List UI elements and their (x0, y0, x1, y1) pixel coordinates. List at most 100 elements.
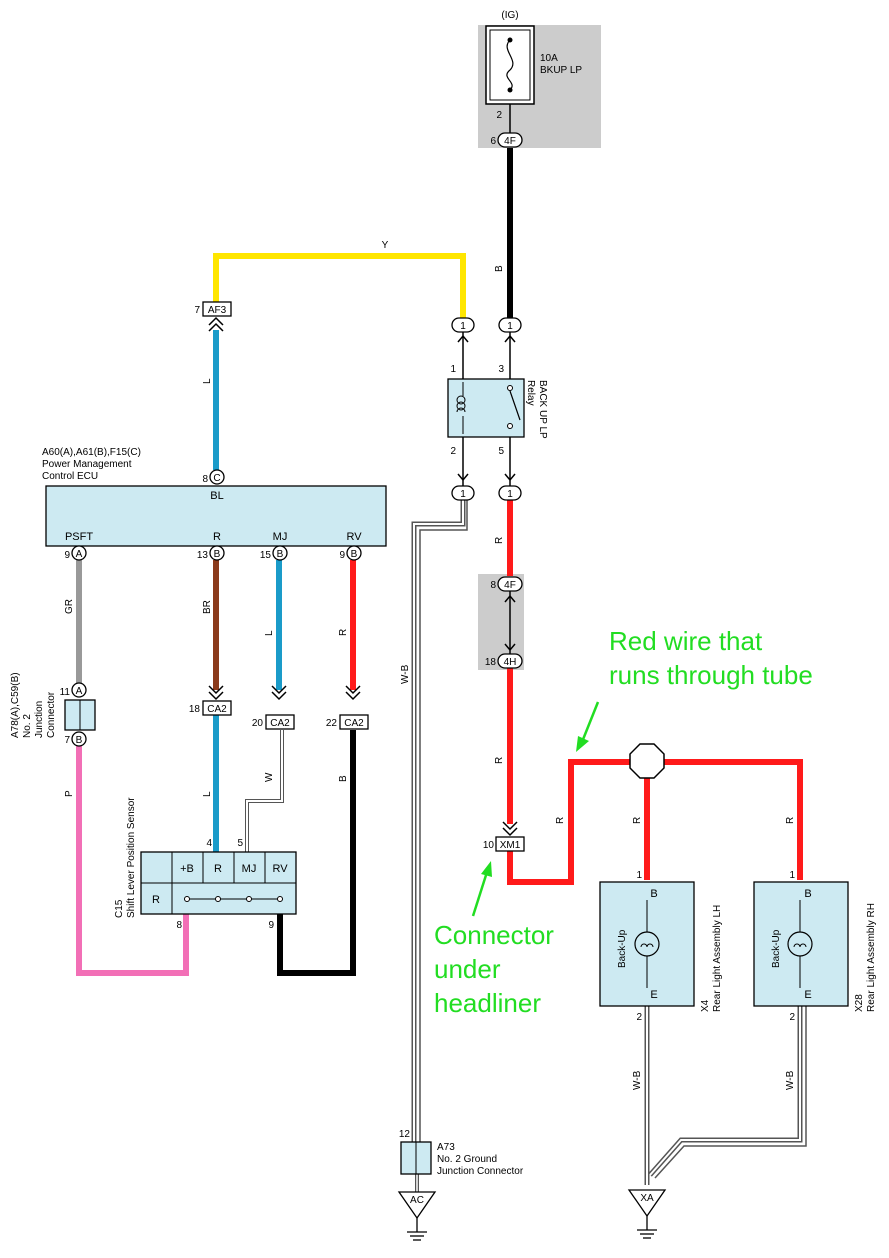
svg-text:BR: BR (202, 600, 213, 614)
svg-text:C15: C15 (114, 899, 125, 918)
svg-text:10A: 10A (540, 53, 558, 64)
svg-text:2: 2 (496, 110, 502, 121)
svg-text:Back-Up: Back-Up (617, 929, 628, 968)
svg-text:E: E (650, 989, 657, 1001)
svg-text:7: 7 (194, 305, 200, 316)
wire-r-left (507, 759, 803, 885)
svg-text:B: B (76, 735, 83, 746)
svg-text:RV: RV (272, 863, 288, 875)
svg-text:A73: A73 (437, 1142, 455, 1153)
svg-text:3: 3 (498, 364, 504, 375)
svg-text:B: B (214, 549, 221, 560)
svg-text:PSFT: PSFT (65, 531, 93, 543)
svg-text:9: 9 (64, 550, 70, 561)
svg-text:CA2: CA2 (270, 718, 290, 729)
bulb-lh-icon (634, 931, 660, 957)
svg-text:Y: Y (382, 240, 389, 251)
svg-text:R: R (214, 863, 222, 875)
svg-text:B: B (351, 549, 358, 560)
svg-text:A60(A),A61(B),F15(C): A60(A),A61(B),F15(C) (42, 447, 141, 458)
svg-text:4H: 4H (504, 657, 517, 668)
svg-text:12: 12 (399, 1129, 411, 1140)
svg-text:Junction Connector: Junction Connector (437, 1166, 524, 1177)
ground-xa-icon: XA (627, 1189, 667, 1239)
svg-text:X4: X4 (700, 999, 711, 1012)
svg-text:No. 2: No. 2 (22, 714, 33, 738)
connector-ca2-22: 22 CA2 (326, 685, 369, 730)
svg-text:22: 22 (326, 718, 338, 729)
svg-text:A: A (76, 686, 83, 697)
svg-text:R: R (338, 629, 349, 636)
svg-text:under: under (434, 954, 501, 984)
svg-text:+B: +B (180, 863, 194, 875)
svg-text:Connector: Connector (434, 920, 554, 950)
svg-text:20: 20 (252, 718, 264, 729)
svg-text:1: 1 (789, 870, 795, 881)
svg-text:B: B (804, 888, 811, 900)
svg-text:W-B: W-B (785, 1070, 796, 1090)
svg-text:GR: GR (64, 599, 75, 614)
wire-p (76, 746, 189, 976)
rear-light-assembly-rh: 1 B E Back-Up 2 X28 Rear Light Assembly … (753, 870, 877, 1023)
svg-text:Power Management: Power Management (42, 459, 132, 470)
svg-text:1: 1 (507, 321, 513, 332)
connector-4f: 8 4F (490, 576, 523, 592)
connector-ca2-20: 20 CA2 (252, 685, 295, 730)
bulb-rh-icon (787, 931, 813, 957)
wire-labels: Y B L GR BR L R P L W B W-B R R R R R W-… (64, 240, 796, 1090)
svg-text:B: B (650, 888, 657, 900)
svg-text:8: 8 (176, 920, 182, 931)
svg-text:R: R (152, 894, 160, 906)
svg-text:AF3: AF3 (208, 305, 227, 316)
svg-text:Shift Lever Position Sensor: Shift Lever Position Sensor (126, 797, 137, 918)
svg-text:Back-Up: Back-Up (771, 929, 782, 968)
svg-text:L: L (264, 630, 275, 636)
svg-text:L: L (202, 378, 213, 384)
svg-text:Junction: Junction (34, 701, 45, 738)
svg-text:13: 13 (197, 550, 209, 561)
junction-connector-no2: A78(A),C59(B) No. 2 Junction Connector 1… (10, 672, 96, 747)
svg-text:1: 1 (636, 870, 642, 881)
svg-text:E: E (804, 989, 811, 1001)
svg-text:BKUP LP: BKUP LP (540, 65, 582, 76)
svg-text:CA2: CA2 (207, 704, 227, 715)
svg-text:runs through tube: runs through tube (609, 660, 813, 690)
svg-text:L: L (202, 791, 213, 797)
svg-text:W-B: W-B (632, 1070, 643, 1090)
fuse-bkup-lp: (IG) 10A BKUP LP 2 6 4F (485, 10, 582, 148)
connector-af3: 7 AF3 (194, 301, 232, 332)
svg-text:BACK UP LP: BACK UP LP (537, 380, 548, 439)
ground-junction-connector: 12 A73 No. 2 Ground Junction Connector (399, 1129, 524, 1177)
svg-text:2: 2 (450, 446, 456, 457)
svg-text:B: B (338, 775, 349, 782)
svg-text:18: 18 (189, 704, 201, 715)
svg-text:1: 1 (460, 489, 466, 500)
svg-text:headliner: headliner (434, 988, 541, 1018)
connector-xm1: 10 XM1 (483, 821, 525, 852)
svg-text:Control ECU: Control ECU (42, 471, 98, 482)
connector-ca2-18: 18 CA2 (189, 685, 232, 716)
wire-b-rv (277, 730, 356, 976)
power-management-ecu: A60(A),A61(B),F15(C) Power Management Co… (42, 447, 387, 561)
svg-text:A: A (76, 549, 83, 560)
svg-text:R: R (494, 537, 505, 544)
svg-text:9: 9 (339, 550, 345, 561)
svg-text:BL: BL (210, 490, 223, 502)
svg-text:10: 10 (483, 840, 495, 851)
wire-w (245, 730, 284, 852)
svg-text:MJ: MJ (242, 863, 257, 875)
svg-text:Red wire that: Red wire that (609, 626, 763, 656)
svg-text:Relay: Relay (525, 380, 536, 406)
relay-connectors: 1 1 1 1 (451, 317, 522, 501)
svg-text:1: 1 (450, 364, 456, 375)
svg-text:B: B (494, 265, 505, 272)
svg-text:R: R (494, 757, 505, 764)
svg-text:2: 2 (789, 1012, 795, 1023)
svg-text:P: P (64, 790, 75, 797)
svg-text:1: 1 (460, 321, 466, 332)
svg-text:8: 8 (490, 580, 496, 591)
wire-wb-main (411, 500, 466, 1142)
svg-text:Rear Light Assembly LH: Rear Light Assembly LH (712, 905, 723, 1012)
svg-text:R: R (785, 817, 796, 824)
